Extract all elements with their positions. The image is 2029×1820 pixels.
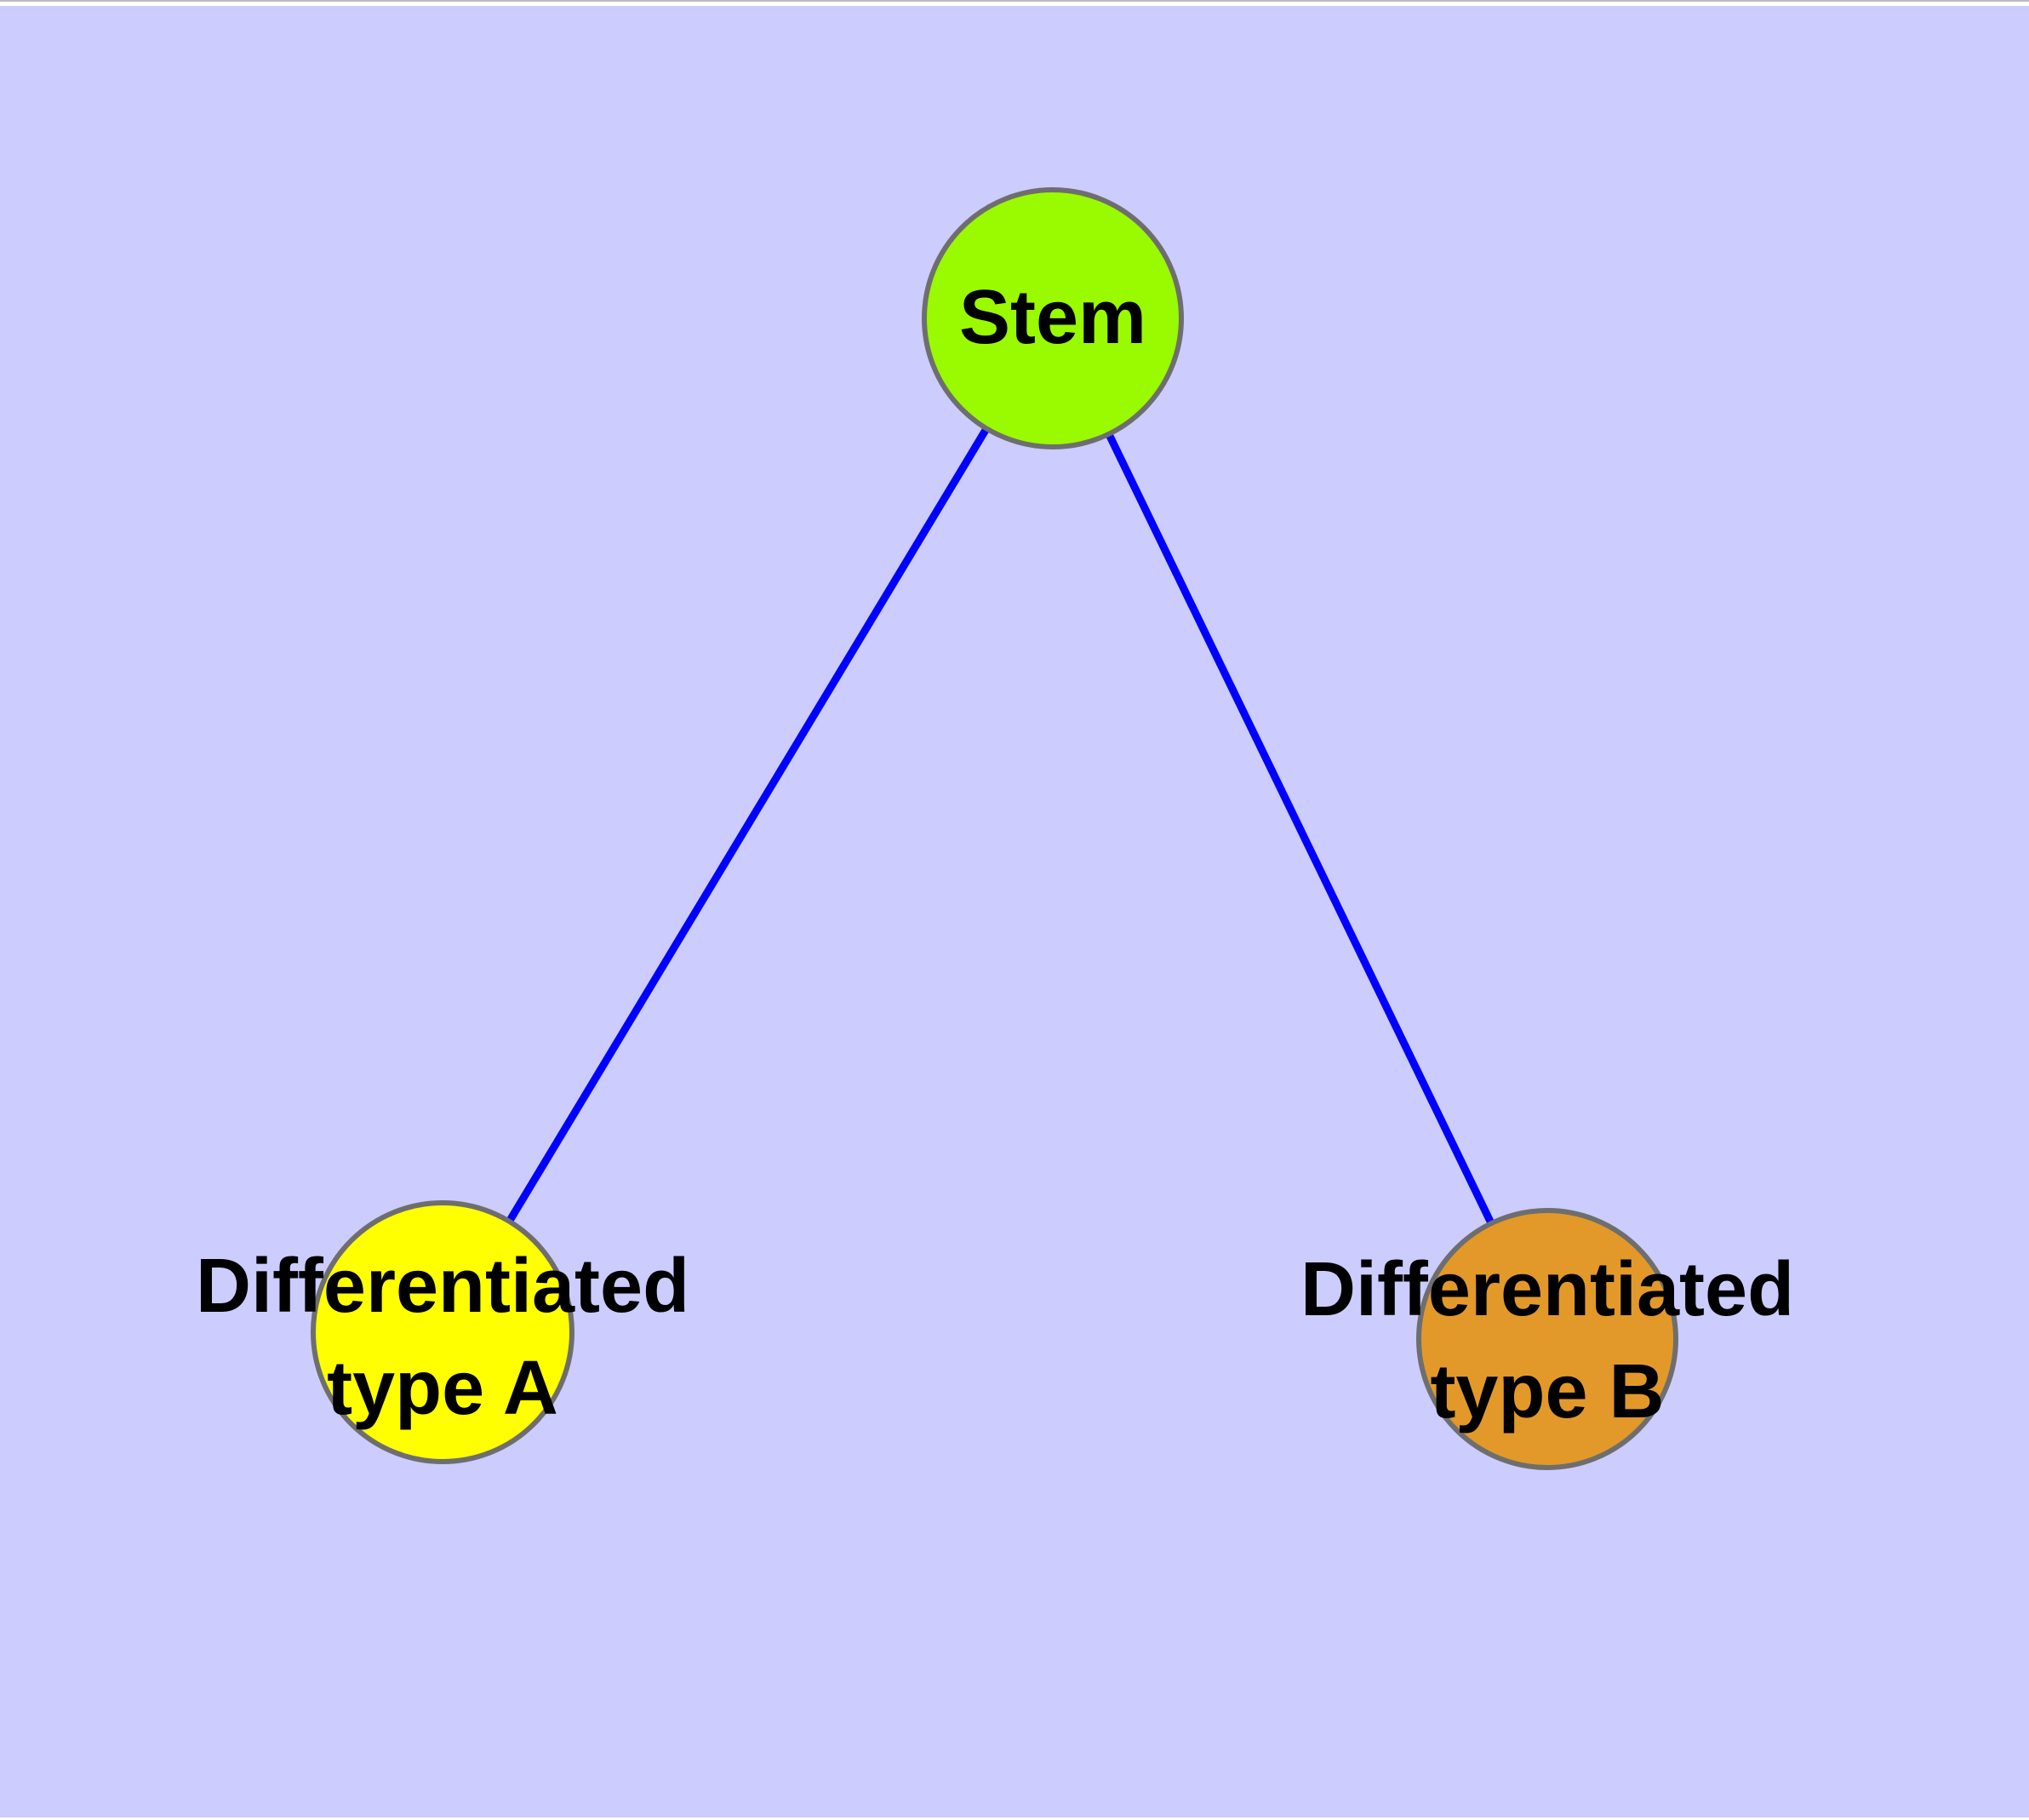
top-border-line [0,0,2029,2]
node-differentiated-type-b-label: Differentiated type B [1300,1247,1795,1434]
node-differentiated-type-a-circle [311,1200,574,1464]
edge-stem-to-type-b [1049,317,1552,1341]
node-differentiated-type-b-circle [1416,1208,1678,1470]
node-stem-label: Stem [958,275,1147,360]
edge-stem-to-type-a [439,316,1056,1335]
node-stem-circle [922,187,1184,449]
node-differentiated-type-a-label: Differentiated type A [195,1244,690,1431]
